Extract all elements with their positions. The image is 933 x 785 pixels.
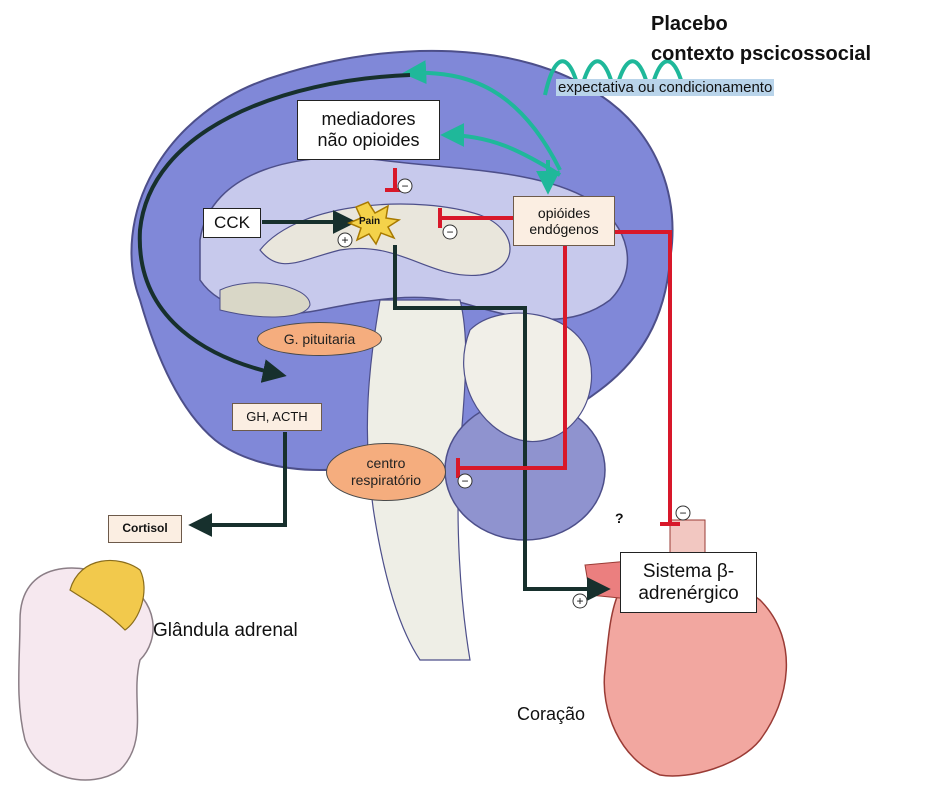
- minus-sign-heart: −: [679, 506, 686, 520]
- minus-sign-respiratory: −: [461, 474, 468, 488]
- cortisol-label: Cortisol: [122, 522, 167, 536]
- mediadores-box: mediadores não opioides: [297, 100, 440, 160]
- pituitaria-label: G. pituitaria: [284, 331, 356, 348]
- sistema-line2: adrenérgico: [638, 583, 738, 605]
- title-line-2: contexto pscicossocial: [651, 43, 871, 66]
- plus-sign-heart: +: [576, 594, 583, 608]
- subtitle-highlight: expectativa ou condicionamento: [556, 79, 774, 96]
- question-mark: ?: [615, 510, 624, 526]
- sistema-line1: Sistema β-: [643, 561, 734, 583]
- minus-sign-pain-top: −: [401, 179, 408, 193]
- centro-oval: centro respiratório: [326, 443, 446, 501]
- mediadores-line2: não opioides: [317, 130, 419, 151]
- minus-sign-pain-right: −: [446, 225, 453, 239]
- gh-acth-box: GH, ACTH: [232, 403, 322, 431]
- opioides-box: opióides endógenos: [513, 196, 615, 246]
- title-line-1: Placebo: [651, 13, 728, 36]
- adrenal-illustration: [19, 560, 153, 780]
- opioides-line2: endógenos: [529, 221, 598, 237]
- cck-box: CCK: [203, 208, 261, 238]
- plus-sign-pain: +: [341, 233, 348, 247]
- centro-line2: respiratório: [351, 472, 421, 489]
- mediadores-line1: mediadores: [321, 109, 415, 130]
- pain-label: Pain: [359, 216, 380, 227]
- gh-acth-label: GH, ACTH: [246, 410, 307, 425]
- centro-line1: centro: [367, 455, 406, 472]
- adrenal-label: Glândula adrenal: [153, 620, 298, 642]
- cortisol-box: Cortisol: [108, 515, 182, 543]
- sistema-box: Sistema β- adrenérgico: [620, 552, 757, 613]
- coracao-label: Coração: [517, 704, 585, 725]
- opioides-line1: opióides: [538, 205, 590, 221]
- cck-label: CCK: [214, 213, 250, 233]
- pituitaria-oval: G. pituitaria: [257, 322, 382, 356]
